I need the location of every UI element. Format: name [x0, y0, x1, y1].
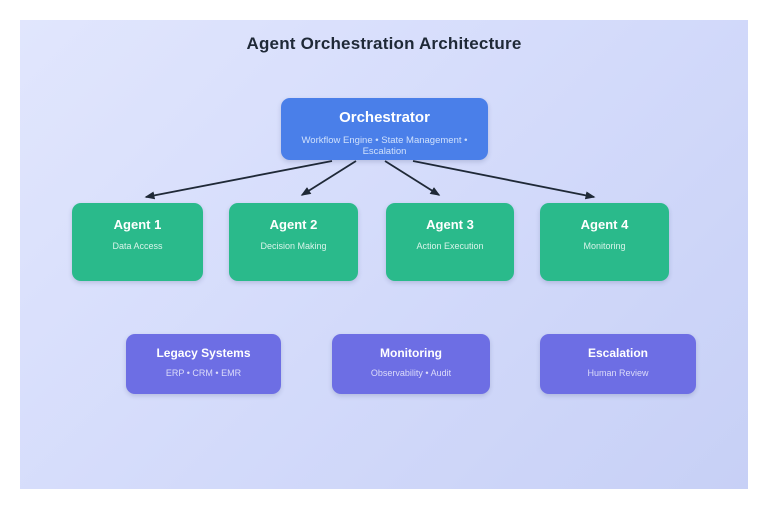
- arrow-orchestrator-to-agent-1: [144, 160, 333, 200]
- escalation-title: Escalation: [587, 346, 649, 360]
- escalation-node: Escalation Human Review: [540, 334, 696, 394]
- diagram-title: Agent Orchestration Architecture: [246, 34, 522, 53]
- agent-2-node: Agent 2 Decision Making: [229, 203, 358, 281]
- arrow-orchestrator-to-agent-2: [300, 160, 357, 196]
- agent-4-subtitle: Monitoring: [583, 241, 626, 251]
- agent-4-title: Agent 4: [580, 217, 629, 232]
- agent-1-node: Agent 1 Data Access: [72, 203, 203, 281]
- agent-2-subtitle: Decision Making: [260, 241, 327, 251]
- agent-2-title: Agent 2: [269, 217, 318, 232]
- legacy-systems-node: Legacy Systems ERP • CRM • EMR: [126, 334, 281, 394]
- monitoring-node: Monitoring Observability • Audit: [332, 334, 490, 394]
- agent-1-subtitle: Data Access: [112, 241, 163, 251]
- agent-3-node: Agent 3 Action Execution: [386, 203, 514, 281]
- agent-4-node: Agent 4 Monitoring: [540, 203, 669, 281]
- agent-1-title: Agent 1: [113, 217, 162, 232]
- escalation-subtitle: Human Review: [587, 368, 649, 378]
- orchestrator-node: Orchestrator Workflow Engine • State Man…: [281, 98, 488, 160]
- agent-3-subtitle: Action Execution: [416, 241, 484, 251]
- legacy-systems-subtitle: ERP • CRM • EMR: [165, 368, 242, 378]
- monitoring-title: Monitoring: [380, 346, 442, 360]
- legacy-systems-title: Legacy Systems: [156, 346, 251, 360]
- agent-3-title: Agent 3: [426, 217, 474, 232]
- monitoring-subtitle: Observability • Audit: [370, 368, 452, 378]
- arrow-orchestrator-to-agent-4: [412, 160, 596, 200]
- orchestrator-subtitle: Workflow Engine • State Management • Esc…: [301, 135, 468, 157]
- orchestrator-title: Orchestrator: [339, 109, 430, 126]
- arrow-orchestrator-to-agent-3: [384, 160, 441, 196]
- diagram-canvas: Agent Orchestration Architecture Orchest…: [20, 20, 748, 489]
